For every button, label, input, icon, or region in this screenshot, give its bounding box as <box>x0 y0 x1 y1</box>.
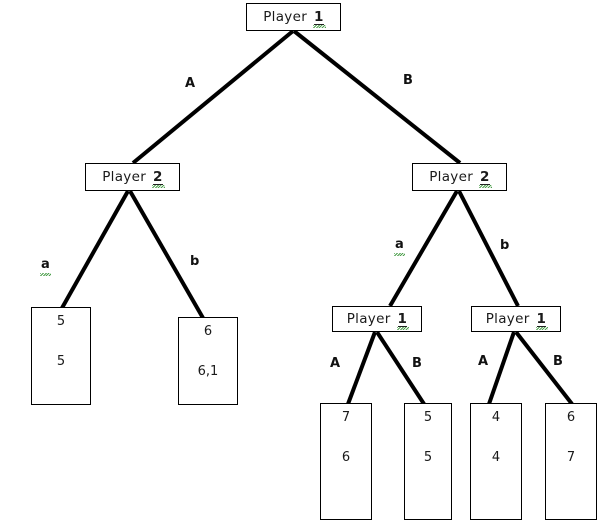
payoff-player2-value: 5 <box>56 354 66 369</box>
node-player-number: 1 <box>313 9 326 28</box>
edge-label-root-A: A <box>185 76 196 91</box>
edge-label-root-B: B <box>403 73 413 88</box>
payoff-player2-value: 6 <box>341 450 351 465</box>
payoff-player1-value: 7 <box>341 410 351 425</box>
payoff-player1-value: 5 <box>56 314 66 329</box>
node-number-underline <box>314 24 324 25</box>
edge-label-p2R-a: a <box>394 237 405 256</box>
tree-edge <box>60 190 130 309</box>
payoff-player2-value: 7 <box>566 450 576 465</box>
edge-label-p1RL-A: A <box>330 356 341 371</box>
node-player-word: Player <box>346 311 391 327</box>
decision-node-player-2: Player 2 <box>85 163 180 191</box>
tree-edge <box>128 190 205 319</box>
edge-label-p1RR-A: A <box>478 354 489 369</box>
edge-label-p1RL-B: B <box>412 356 422 371</box>
tree-edge <box>375 330 426 406</box>
tree-edge <box>346 331 377 405</box>
node-number-underline <box>397 326 408 327</box>
tree-edge <box>292 29 462 165</box>
node-player-number: 2 <box>479 169 492 188</box>
node-number-underline <box>536 326 547 327</box>
node-player-word: Player <box>485 311 530 327</box>
payoff-player2-value: 5 <box>423 450 433 465</box>
tree-edge <box>487 331 516 405</box>
decision-node-player-1: Player 1 <box>471 306 561 332</box>
edge-label-p2L-b: b <box>190 254 200 269</box>
payoff-player2-value: 6,1 <box>197 364 219 379</box>
decision-node-player-1: Player 1 <box>332 306 422 332</box>
node-player-word: Player <box>102 169 147 185</box>
node-number-underline <box>153 184 163 185</box>
payoff-player1-value: 5 <box>423 410 433 425</box>
decision-node-player-2: Player 2 <box>412 163 507 191</box>
tree-edge <box>388 189 459 308</box>
decision-node-player-1: Player 1 <box>246 3 341 31</box>
node-player-number: 1 <box>396 311 409 330</box>
edge-label-p1RR-B: B <box>553 354 563 369</box>
node-player-word: Player <box>263 9 308 25</box>
edge-label-p2L-a: a <box>40 257 51 276</box>
tree-edge <box>457 190 520 307</box>
payoff-player1-value: 6 <box>203 324 213 339</box>
payoff-player2-value: 4 <box>491 450 501 465</box>
edge-label-p2R-b: b <box>500 238 510 253</box>
node-player-number: 2 <box>152 169 165 188</box>
node-number-underline <box>480 184 490 185</box>
tree-edge <box>514 330 574 406</box>
tree-edge <box>131 29 295 165</box>
node-player-number: 1 <box>535 311 548 330</box>
node-player-word: Player <box>429 169 474 185</box>
payoff-player1-value: 4 <box>491 410 501 425</box>
payoff-player1-value: 6 <box>566 410 576 425</box>
